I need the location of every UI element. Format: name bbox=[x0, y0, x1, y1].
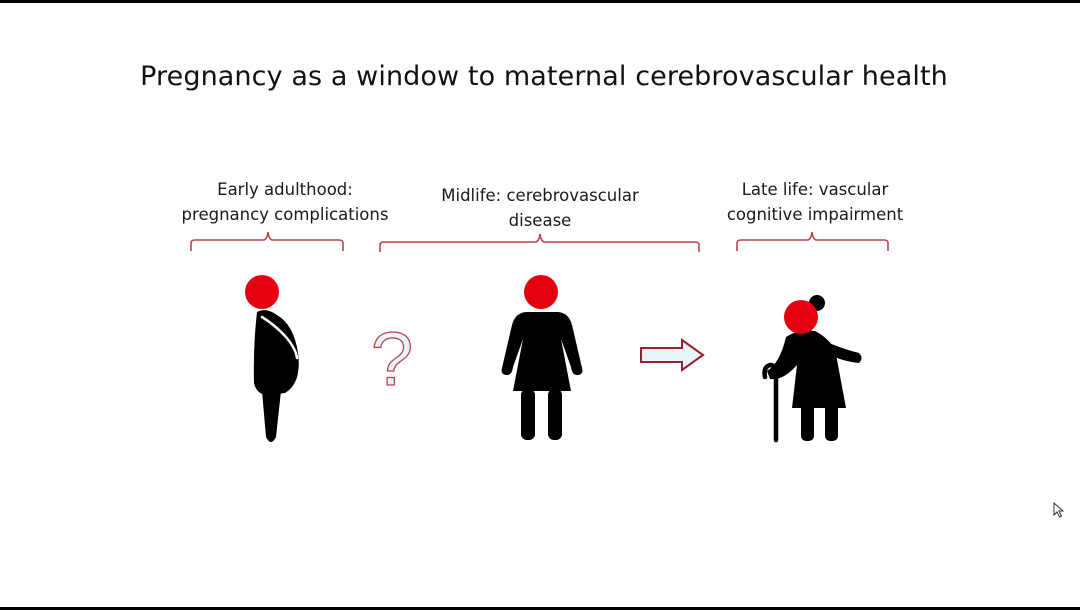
diagram-art: ? bbox=[190, 231, 889, 443]
stage-label-line: Midlife: cerebrovascular bbox=[441, 186, 639, 205]
arrow-right-icon bbox=[640, 338, 705, 372]
stage-label-early-adulthood: Early adulthood: pregnancy complications bbox=[170, 177, 400, 227]
woman-icon bbox=[501, 275, 583, 440]
question-mark-icon: ? bbox=[371, 317, 413, 402]
bracket-midlife bbox=[379, 233, 700, 252]
stage-label-line: Early adulthood: bbox=[217, 180, 353, 199]
stage-label-line: disease bbox=[508, 211, 572, 230]
mouse-cursor-icon bbox=[1053, 502, 1065, 518]
stage-label-midlife: Midlife: cerebrovascular disease bbox=[420, 183, 660, 233]
bracket-late-life bbox=[736, 231, 889, 251]
bracket-early-adulthood bbox=[190, 231, 344, 251]
stage-label-line: pregnancy complications bbox=[181, 205, 389, 224]
elderly-woman-with-cane-icon bbox=[762, 295, 862, 443]
slide: Pregnancy as a window to maternal cerebr… bbox=[0, 3, 1080, 607]
stage-label-line: cognitive impairment bbox=[726, 205, 904, 224]
stage-label-line: Late life: vascular bbox=[741, 180, 889, 199]
stage-label-late-life: Late life: vascular cognitive impairment bbox=[715, 177, 915, 227]
slide-title: Pregnancy as a window to maternal cerebr… bbox=[140, 61, 948, 92]
pregnant-woman-icon bbox=[245, 275, 299, 442]
